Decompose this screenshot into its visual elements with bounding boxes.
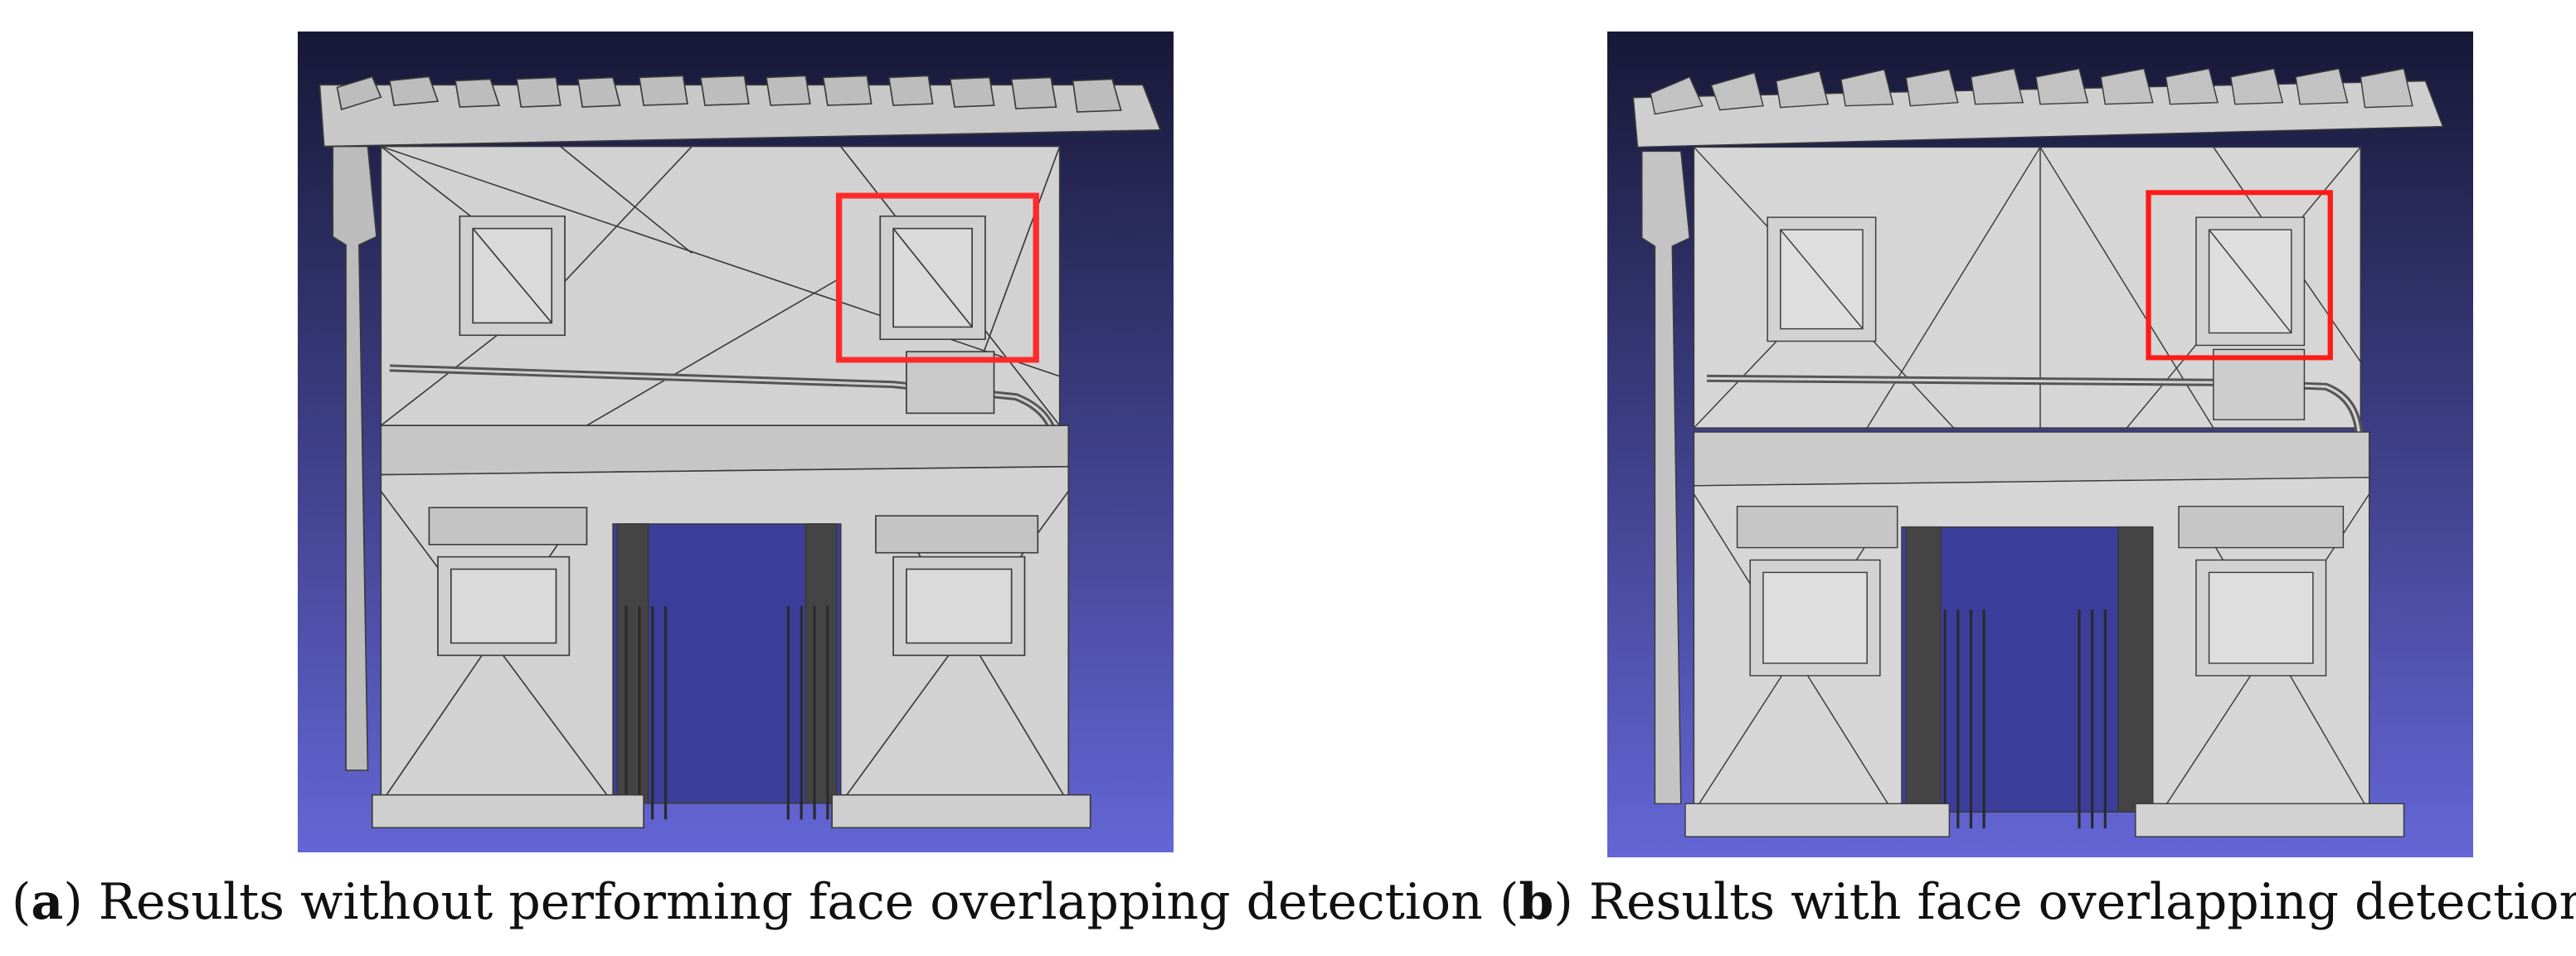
- building-mesh: [1632, 68, 2444, 837]
- highlight-box: [835, 192, 1039, 363]
- panel-a-image: [298, 32, 1174, 852]
- gates: [1943, 609, 2107, 829]
- panel-b-image: [1607, 32, 2473, 857]
- roof-tiles: [1650, 68, 2413, 115]
- base-right: [2135, 803, 2405, 837]
- caption-b: (b) Results with face overlapping detect…: [1499, 877, 2576, 927]
- base-left: [1684, 803, 1951, 837]
- caption-a-text: Results without performing face overlapp…: [98, 873, 1483, 931]
- lower-awning-left: [428, 507, 588, 546]
- highlight-box: [2146, 190, 2333, 361]
- doorway: [612, 523, 842, 804]
- gates: [625, 606, 829, 820]
- drainpipe: [1641, 150, 1690, 804]
- doorway: [1901, 526, 2154, 813]
- drainpipe: [332, 145, 377, 771]
- mesh-render-b: [1607, 32, 2473, 857]
- lower-awning-right: [875, 515, 1039, 554]
- ledge: [1693, 431, 2370, 487]
- base-right: [831, 793, 1091, 829]
- base-left: [371, 793, 644, 829]
- caption-b-text: Results with face overlapping detection: [1588, 873, 2576, 931]
- caption-a: (a) Results without performing face over…: [12, 873, 1483, 931]
- building-mesh: [318, 75, 1162, 829]
- caption-b-label: b: [1519, 873, 1554, 931]
- lower-awning-right: [2178, 506, 2345, 549]
- mesh-render-a: [298, 32, 1174, 852]
- junction-box: [2213, 348, 2306, 420]
- lower-awning-left: [1736, 506, 1898, 549]
- caption-a-label: a: [31, 873, 64, 931]
- roof-tiles: [336, 75, 1122, 113]
